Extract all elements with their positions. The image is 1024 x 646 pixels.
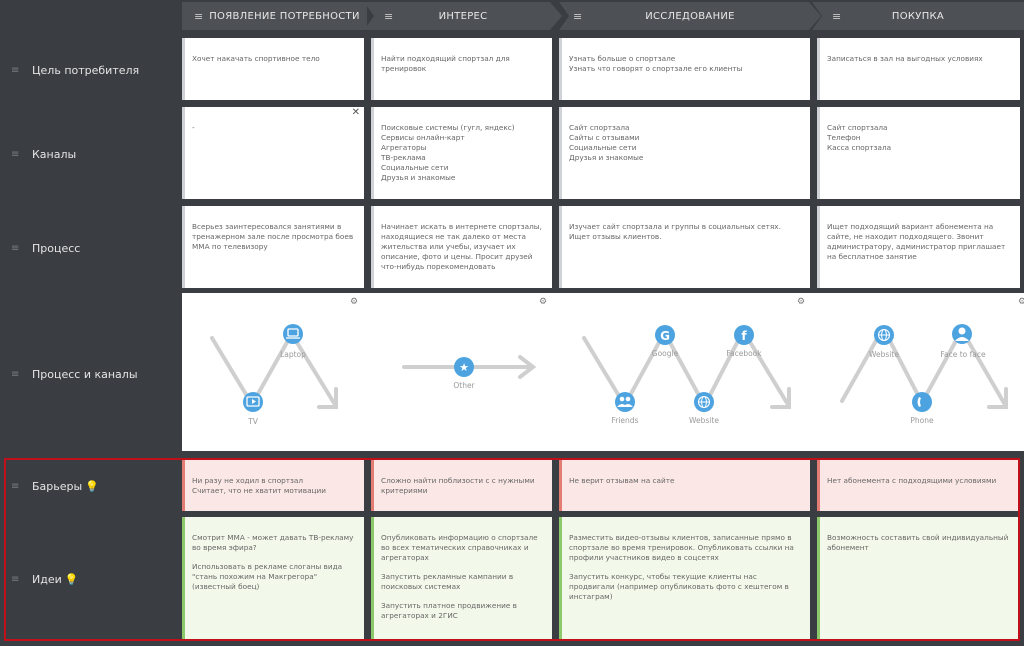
menu-icon[interactable]: ≡ [384,10,394,23]
gear-icon[interactable]: ⚙ [350,297,358,307]
journey-arrowhead [518,355,537,379]
laptop-icon [287,328,299,337]
journey-svg: ⚙ ⚙ ⚙ ⚙ Laptop TV ★ Other G Google [210,297,1024,426]
row-label-process-channels: ≡ Процесс и каналы [11,367,138,381]
friends-node[interactable] [615,392,635,412]
goal-card[interactable]: Хочет накачать спортивное тело [182,38,364,100]
idea-card[interactable]: Возможность составить свой индивидуальны… [817,517,1020,639]
stage-header-purchase[interactable]: ≡ ПОКУПКА [812,2,1024,30]
friends-icon [619,396,625,402]
journey-arrowhead [317,387,338,409]
journey-path [582,336,624,403]
row-label-ideas: ≡ Идеи💡 [0,569,180,589]
stage-label: ПОЯВЛЕНИЕ ПОТРЕБНОСТИ [209,10,360,22]
stage-header-need[interactable]: ≡ ПОЯВЛЕНИЕ ПОТРЕБНОСТИ [182,2,367,30]
stage-label: ИССЛЕДОВАНИЕ [645,10,735,22]
process-card[interactable]: Начинает искать в интернете спортзалы, н… [371,206,552,288]
goal-card[interactable]: Записаться в зал на выгодных условиях [817,38,1020,100]
phone-icon [917,397,921,407]
journey-path [210,336,252,403]
channels-card[interactable]: Поисковые системы (гугл, яндекс)Сервисы … [371,107,552,199]
drag-handle-icon[interactable]: ≡ [11,242,20,254]
gear-icon[interactable]: ⚙ [539,297,547,307]
friends-label: Friends [612,416,639,425]
journey-arrowhead [770,387,791,409]
drag-handle-icon[interactable]: ≡ [11,148,20,160]
facebook-label: Facebook [726,349,762,358]
star-icon: ★ [459,361,469,374]
stage-label: ИНТЕРЕС [438,10,488,22]
lightbulb-icon: 💡 [64,572,79,586]
row-label-text: Барьеры [32,479,83,493]
stage-label: ПОКУПКА [891,10,945,22]
row-label-channels: ≡ Каналы [11,147,77,161]
laptop-node[interactable] [283,324,303,344]
journey-path [922,337,959,401]
row-label-process: ≡ Процесс [11,241,81,255]
phone-node[interactable] [912,392,932,412]
other-node[interactable] [454,357,474,377]
barrier-card[interactable]: Сложно найти поблизости с с нужными крит… [371,460,552,511]
website-label: Website [689,416,719,425]
journey-path [294,339,336,405]
website-label: Website [869,350,899,359]
row-label-goal: ≡ Цель потребителя [11,63,140,77]
laptop-label: Laptop [280,350,306,359]
gear-icon[interactable]: ⚙ [1018,297,1024,307]
idea-card[interactable]: Опубликовать информацию о спортзале во в… [371,517,552,639]
journey-path [840,337,879,403]
journey-path [625,335,664,403]
lightbulb-icon: 💡 [85,479,99,493]
journey-map: ⚙ ⚙ ⚙ ⚙ Laptop TV ★ Other G Google [182,293,1024,451]
close-icon[interactable]: ✕ [351,107,360,118]
stage-header-interest[interactable]: ≡ ИНТЕРЕС [364,2,562,30]
gear-icon[interactable]: ⚙ [797,297,805,307]
journey-path [745,335,789,405]
barrier-card[interactable]: Не верит отзывам на сайте [559,460,810,511]
menu-icon[interactable]: ≡ [832,10,842,23]
channels-card[interactable]: ✕ - [182,107,364,199]
row-label-text: Идеи [32,572,62,586]
process-card[interactable]: Всерьез заинтересовался занятиями в трен… [182,206,364,288]
goal-card[interactable]: Найти подходящий спортзал для тренировок [371,38,552,100]
facebook-icon: f [741,329,747,343]
menu-icon[interactable]: ≡ [194,10,204,23]
journey-path [665,335,704,403]
menu-icon[interactable]: ≡ [573,10,583,23]
person-icon [958,327,966,335]
face-to-face-label: Face to face [940,350,986,359]
stage-header-research[interactable]: ≡ ИССЛЕДОВАНИЕ [559,2,821,30]
facebook-node[interactable] [734,325,754,345]
drag-handle-icon[interactable]: ≡ [11,573,20,585]
google-icon: G [660,329,670,343]
journey-path [965,337,1006,405]
journey-path [705,335,742,403]
journey-path [252,335,292,403]
drag-handle-icon[interactable]: ≡ [11,64,20,76]
journey-path [888,339,922,401]
tv-label: TV [247,417,259,426]
drag-handle-icon[interactable]: ≡ [11,368,20,380]
process-card[interactable]: Ищет подходящий вариант абонемента на са… [817,206,1020,288]
journey-arrowhead [987,387,1008,409]
barrier-card[interactable]: Нет абонемента с подходящими условиями [817,460,1020,511]
idea-card[interactable]: Смотрит ММА - может давать ТВ-рекламу во… [182,517,364,639]
idea-card[interactable]: Разместить видео-отзывы клиентов, записа… [559,517,810,639]
process-card[interactable]: Изучает сайт спортзала и группы в социал… [559,206,810,288]
google-node[interactable] [655,325,675,345]
google-label: Google [652,349,679,358]
drag-handle-icon[interactable]: ≡ [11,480,20,492]
phone-label: Phone [910,416,934,425]
other-label: Other [453,381,475,390]
tv-icon [246,396,260,407]
row-label-barriers: ≡ Барьеры💡 [0,476,180,496]
